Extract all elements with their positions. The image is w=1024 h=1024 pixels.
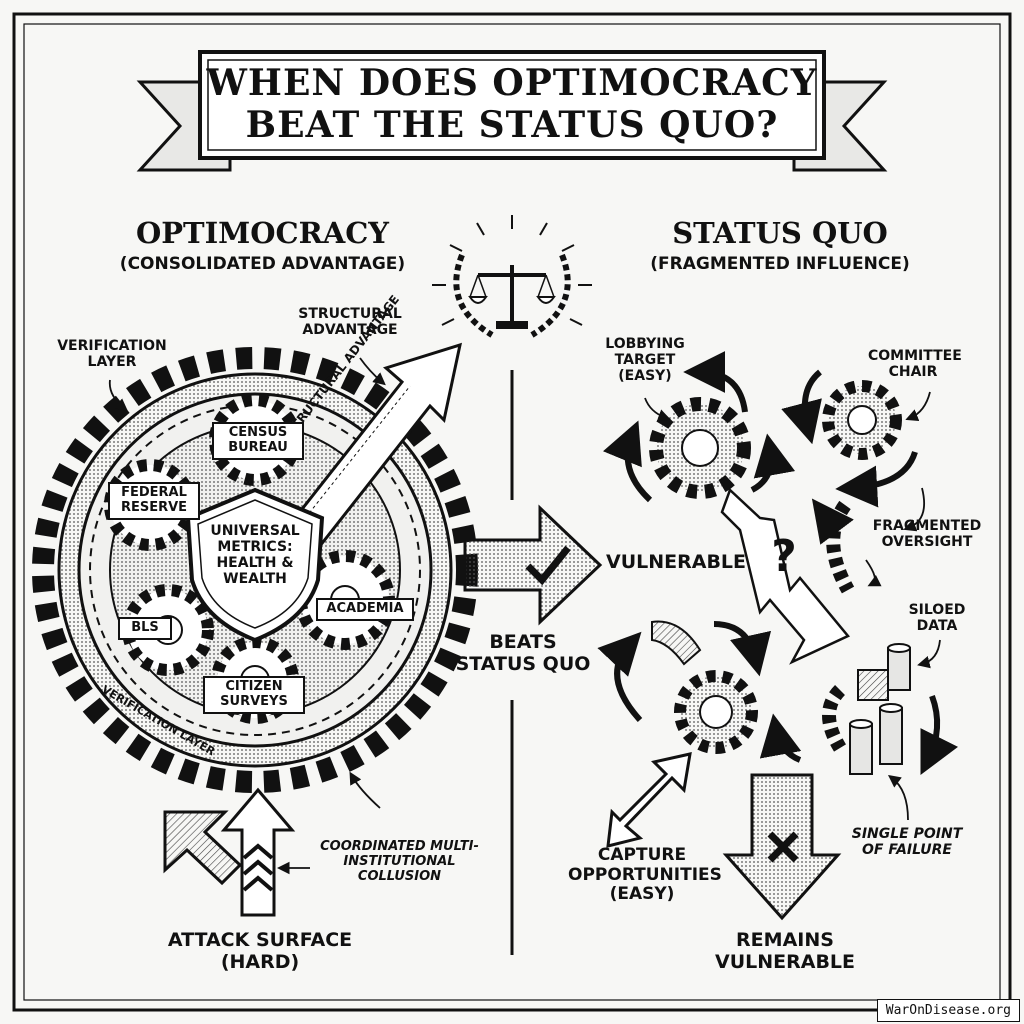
structural-advantage-label: STRUCTURAL ADVANTAGE bbox=[298, 306, 402, 339]
broken-pipe-icon bbox=[651, 620, 702, 666]
left-callout-arrows bbox=[108, 357, 386, 875]
page-title: WHEN DOES OPTIMOCRACY BEAT THE STATUS QU… bbox=[200, 62, 824, 147]
broken-arrow bbox=[720, 487, 850, 665]
lobbying-target-label: LOBBYING TARGET (EASY) bbox=[605, 336, 685, 385]
x-mark-icon bbox=[767, 831, 799, 863]
title-line-1: WHEN DOES OPTIMOCRACY bbox=[206, 62, 818, 104]
outer-frame bbox=[12, 12, 1012, 1012]
fragmented-oversight-label: FRAGMENTED OVERSIGHT bbox=[872, 518, 982, 551]
beats-status-quo-arrow bbox=[463, 504, 603, 626]
universal-metrics-label: UNIVERSAL METRICS: HEALTH & WEALTH bbox=[210, 523, 300, 588]
census-bureau-box: CENSUS BUREAU bbox=[212, 422, 304, 460]
siloed-data-icon bbox=[849, 643, 911, 775]
checkmark-icon bbox=[525, 545, 571, 586]
right-callout-arrows bbox=[644, 391, 941, 821]
optimocracy-heading: OPTIMOCRACY bbox=[135, 216, 390, 250]
verification-layer-label: VERIFICATION LAYER bbox=[57, 338, 167, 371]
capture-opportunities-label: CAPTURE OPPORTUNITIES (EASY) bbox=[568, 845, 722, 905]
single-point-of-failure-label: SINGLE POINT OF FAILURE bbox=[851, 826, 963, 859]
vulnerable-label: VULNERABLE bbox=[606, 551, 747, 573]
status-quo-heading: STATUS QUO bbox=[672, 216, 888, 250]
site-watermark[interactable]: WarOnDisease.org bbox=[876, 999, 1020, 1022]
scales-of-justice-icon bbox=[432, 215, 592, 338]
federal-reserve-box: FEDERAL RESERVE bbox=[108, 482, 200, 520]
remains-vulnerable-label: REMAINS VULNERABLE bbox=[714, 929, 856, 973]
academia-box: ACADEMIA bbox=[316, 598, 414, 621]
bls-box: BLS bbox=[118, 617, 172, 640]
status-quo-subheading: (FRAGMENTED INFLUENCE) bbox=[650, 254, 910, 274]
attack-surface-arrows bbox=[163, 787, 296, 917]
attack-surface-label: ATTACK SURFACE (HARD) bbox=[167, 929, 353, 973]
universal-metrics-shield bbox=[185, 487, 325, 643]
status-quo-cycle-arrows bbox=[597, 351, 959, 776]
remains-vulnerable-arrow bbox=[722, 773, 842, 921]
title-banner bbox=[136, 50, 888, 172]
committee-chair-label: COMMITTEE CHAIR bbox=[868, 348, 962, 381]
siloed-data-label: SILOED DATA bbox=[908, 602, 966, 635]
beats-status-quo-label: BEATS STATUS QUO bbox=[455, 631, 591, 675]
question-mark: ? bbox=[771, 531, 797, 582]
status-quo-gears bbox=[649, 380, 902, 754]
citizen-surveys-box: CITIZEN SURVEYS bbox=[203, 676, 305, 714]
inner-frame bbox=[23, 23, 1001, 1001]
title-line-2: BEAT THE STATUS QUO? bbox=[245, 104, 779, 147]
collusion-label: COORDINATED MULTI-INSTITUTIONAL COLLUSIO… bbox=[320, 839, 479, 884]
optimocracy-subheading: (CONSOLIDATED ADVANTAGE) bbox=[119, 254, 406, 274]
capture-opportunities-arrow bbox=[606, 752, 692, 848]
